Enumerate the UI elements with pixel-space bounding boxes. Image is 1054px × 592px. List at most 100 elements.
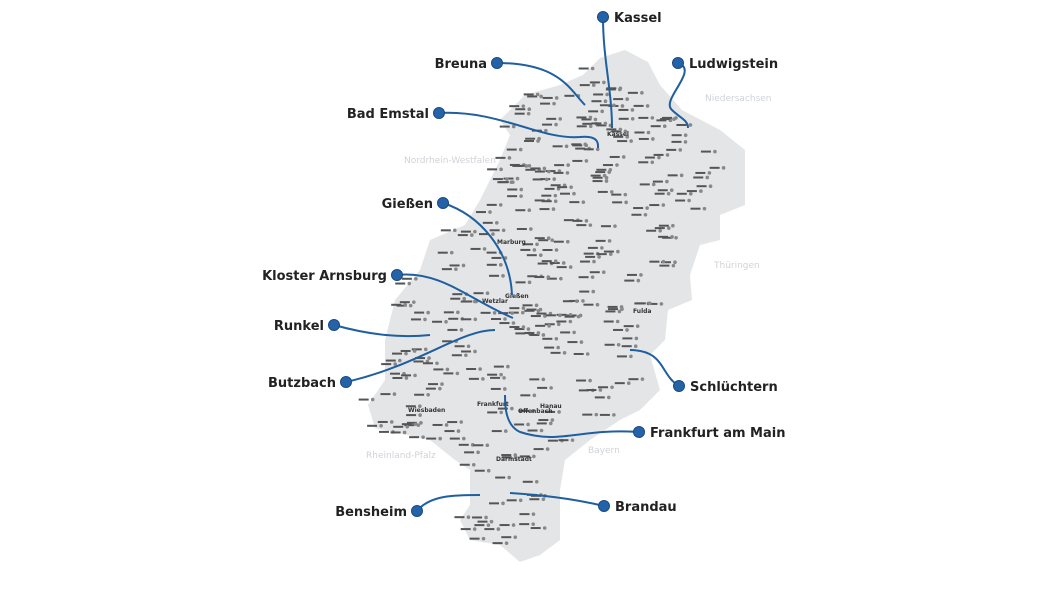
place-name <box>563 219 574 222</box>
callout-dot[interactable] <box>597 11 609 23</box>
place-name <box>660 261 671 264</box>
callout-dot[interactable] <box>340 376 352 388</box>
place-name <box>576 125 587 128</box>
place-marker <box>519 194 523 198</box>
callout-dot[interactable] <box>633 426 645 438</box>
place-marker <box>414 276 418 281</box>
callout-dot[interactable] <box>672 57 684 69</box>
place-marker <box>535 92 540 97</box>
place-name <box>480 311 491 314</box>
callout-dot[interactable] <box>411 505 423 517</box>
place-marker <box>539 94 543 99</box>
place-marker <box>499 372 503 377</box>
place-name <box>572 219 583 222</box>
callout-dot[interactable] <box>598 500 610 512</box>
place-marker <box>598 388 603 392</box>
callout-kloster-arnsburg[interactable]: Kloster Arnsburg <box>262 269 514 319</box>
place-marker <box>556 345 560 350</box>
place-name <box>605 88 616 91</box>
place-marker <box>503 429 508 433</box>
callout-dot[interactable] <box>491 57 503 69</box>
place-name <box>529 498 540 501</box>
place-marker <box>707 171 712 175</box>
place-name <box>544 187 555 190</box>
callout-gießen[interactable]: Gießen <box>382 197 513 296</box>
place-marker <box>670 235 674 239</box>
callout-dot[interactable] <box>437 197 449 209</box>
place-name <box>631 213 642 216</box>
place-name <box>546 277 557 280</box>
callout-bensheim[interactable]: Bensheim <box>335 494 481 520</box>
place-name <box>547 439 558 442</box>
place-marker <box>549 386 553 390</box>
place-name <box>638 137 649 140</box>
callout-dot[interactable] <box>328 319 340 331</box>
city-label: Fulda <box>633 308 651 315</box>
callout-line <box>396 273 514 319</box>
callout-bad-emstal[interactable]: Bad Emstal <box>347 107 600 149</box>
place-marker <box>669 188 674 193</box>
place-marker <box>568 265 573 269</box>
place-name <box>611 193 622 196</box>
callout-dot[interactable] <box>673 380 685 392</box>
place-name <box>519 513 530 516</box>
place-marker <box>444 423 449 427</box>
place-marker <box>521 104 526 108</box>
place-name <box>653 153 664 156</box>
place-marker <box>620 104 625 108</box>
place-name <box>458 443 469 446</box>
callout-ludwigstein[interactable]: Ludwigstein <box>668 57 778 129</box>
place-name <box>568 299 579 302</box>
place-name <box>395 282 406 285</box>
place-name <box>542 337 553 340</box>
place-name <box>576 224 587 227</box>
callout-brandau[interactable]: Brandau <box>509 492 677 515</box>
place-marker <box>688 191 693 196</box>
place-name <box>576 379 587 382</box>
place-marker <box>597 255 601 259</box>
place-marker <box>568 319 573 324</box>
place-name <box>536 422 547 425</box>
place-name <box>406 421 417 424</box>
place-name <box>515 209 526 212</box>
callout-schlüchtern[interactable]: Schlüchtern <box>629 349 778 395</box>
callout-dot[interactable] <box>391 269 403 281</box>
place-name <box>638 161 649 164</box>
place-name <box>696 185 707 188</box>
place-name <box>432 320 443 323</box>
place-name <box>441 268 452 271</box>
place-marker <box>403 303 407 307</box>
callout-frankfurt-am-main[interactable]: Frankfurt am Main <box>504 394 785 441</box>
place-name <box>579 84 590 87</box>
place-marker <box>534 303 539 308</box>
place-marker <box>511 124 516 129</box>
place-marker <box>511 180 515 184</box>
place-marker <box>640 377 645 381</box>
place-name <box>557 186 568 189</box>
place-marker <box>671 223 675 228</box>
place-name <box>524 331 535 334</box>
place-marker <box>527 208 532 213</box>
place-name <box>603 250 614 253</box>
place-name <box>659 118 670 121</box>
place-name <box>542 96 553 99</box>
place-name <box>409 436 420 439</box>
place-name <box>506 148 517 151</box>
place-marker <box>510 311 514 315</box>
place-name <box>575 147 586 150</box>
place-name <box>550 184 561 187</box>
callout-runkel[interactable]: Runkel <box>274 319 431 338</box>
callout-label: Bensheim <box>335 505 407 520</box>
place-marker <box>603 99 608 104</box>
place-marker <box>661 259 666 264</box>
callout-butzbach[interactable]: Butzbach <box>268 329 496 391</box>
callout-breuna[interactable]: Breuna <box>435 57 586 106</box>
callout-label: Runkel <box>274 319 324 334</box>
place-name <box>558 439 569 442</box>
place-marker <box>674 235 678 240</box>
place-marker <box>473 229 477 234</box>
callout-dot[interactable] <box>433 107 445 119</box>
place-name <box>587 246 598 249</box>
place-name <box>591 122 602 125</box>
callout-kassel[interactable]: Kassel <box>597 11 662 129</box>
